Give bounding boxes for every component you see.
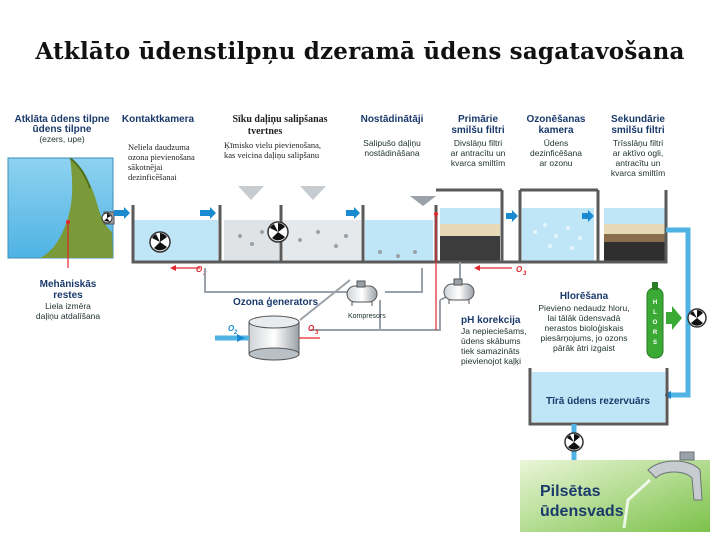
compressor-label: Kompresors (348, 313, 386, 320)
stage-4-desc-1: Divslāņu filtri (454, 138, 502, 148)
ph-pointer (434, 212, 438, 330)
pump-icon (564, 432, 584, 452)
chlorination-desc-4: piesārņojums, jo ozons (541, 333, 628, 343)
stage-2-title2: tvertnes (248, 126, 283, 137)
svg-text:R: R (653, 330, 658, 336)
svg-text:O: O (516, 265, 523, 274)
city-line-1: Pilsētas (540, 483, 601, 500)
ph-desc-4: pievienojot kaļķi (461, 356, 521, 366)
stage-5-desc-1: Ūdens (544, 138, 569, 148)
source-label: Atklāta ūdens tilpne ūdens tilpne (ezers… (14, 114, 109, 144)
ozone-generator-title: Ozona ģenerators (233, 295, 318, 308)
chlorination-desc-1: Pievieno nedaudz hloru, (538, 303, 629, 313)
stage-2-title: Sīku daļiņu salipšanas (232, 114, 327, 125)
pump-icon (101, 212, 113, 224)
stage-6-title: Sekundārie (611, 114, 665, 125)
svg-text:2: 2 (233, 330, 238, 336)
stage-5-title: Ozonēšanas (527, 114, 586, 125)
pump-icon (267, 221, 289, 243)
screens-title2: restes (53, 290, 83, 301)
stage-5-desc-3: ar ozonu (539, 158, 572, 168)
svg-text:O: O (308, 324, 315, 333)
svg-text:3: 3 (315, 330, 319, 336)
stage-1-desc-4: dezinficēšanai (128, 172, 177, 182)
stage-5-desc-2: dezinficēšana (530, 148, 582, 158)
svg-text:O: O (228, 324, 235, 333)
pump-icon (687, 308, 707, 328)
stage-1-desc-2: ozona pievienošana (128, 152, 195, 162)
stage-3-title: Nostādinātāji (361, 114, 424, 125)
stage-4-desc-3: kvarca smiltīm (451, 158, 505, 168)
chlorination-desc-2: lai tālāk ūdensvadā (548, 313, 621, 323)
stage-headers: Kontaktkamera Neliela daudzuma ozona pie… (122, 114, 666, 182)
stage-2-desc-1: Ķīmisko vielu pievienošana, (224, 140, 321, 151)
svg-text:O: O (653, 320, 658, 326)
page-title: Atklāto ūdenstilpņu dzeramā ūdens sagata… (35, 38, 685, 65)
stage-6-desc-1: Trīsslāņu filtri (613, 138, 663, 148)
chlorination-title: Hlorēšana (560, 291, 609, 302)
svg-text:3: 3 (523, 271, 527, 277)
screens-desc-2: daļiņu atdalīšana (36, 311, 101, 321)
clean-water-reservoir: Tīrā ūdens rezervuārs (528, 368, 669, 426)
ph-desc-2: ūdens skābums (461, 336, 521, 346)
ph-desc-3: tiek samazināts (461, 346, 520, 356)
stage-4-desc-2: ar antracītu un (451, 148, 506, 158)
chlorination: Hlorēšana Pievieno nedaudz hloru, lai tā… (538, 291, 629, 353)
stage-1-desc-3: sākotnējai (128, 162, 163, 172)
screens-desc-1: Liela izmēra (45, 301, 91, 311)
source-lake (7, 157, 114, 259)
tank-train (131, 186, 668, 264)
stage-6-desc-4: kvarca smiltīm (611, 168, 665, 178)
ph-title: pH korekcija (461, 315, 521, 326)
stage-6-desc-3: antracītu un (616, 158, 661, 168)
stage-4-title2: smilšu filtri (451, 125, 505, 136)
pump-icon (149, 231, 171, 253)
stage-3-desc-1: Salipušo daļiņu (363, 138, 421, 148)
stage-2-desc-2: kas veicina daļiņu salipšanu (224, 150, 320, 161)
city-line-2: ūdensvads (540, 503, 624, 520)
green-arrow-icon (666, 306, 682, 330)
stage-6-title2: smilšu filtri (611, 125, 665, 136)
stage-1-desc-1: Neliela daudzuma (128, 142, 190, 152)
stage-3-desc-2: nostādināšana (364, 148, 420, 158)
ozone-lines: O 3 O 3 (170, 262, 527, 331)
ozone-generator: Ozona ģenerators O 2 O 3 (215, 295, 320, 361)
flow-arrows (114, 207, 594, 222)
o3-label: O (196, 265, 203, 274)
reservoir-title: Tīrā ūdens rezervuārs (546, 396, 650, 407)
ph-correction: pH korekcija Ja nepieciešams, ūdens skāb… (461, 315, 527, 366)
stage-1-title: Kontaktkamera (122, 114, 195, 125)
stage-6-desc-2: ar aktīvo ogli, (613, 148, 664, 158)
svg-text:H: H (653, 300, 657, 306)
stage-4-title: Primārie (458, 114, 498, 125)
screens-title: Mehāniskās (40, 279, 97, 290)
ph-desc-1: Ja nepieciešams, (461, 326, 527, 336)
source-sub: (ezers, upe) (39, 134, 85, 144)
source-title: Atklāta ūdens tilpne (14, 114, 109, 125)
svg-text:L: L (653, 310, 657, 316)
city-water-supply: Pilsētas ūdensvads (520, 451, 710, 532)
svg-text:S: S (653, 340, 657, 346)
svg-text:ūdens tilpne: ūdens tilpne (33, 124, 92, 135)
chlorine-tank: H L O R S (646, 282, 664, 359)
compressor-icon: Kompresors (346, 280, 386, 320)
stage-5-title2: kamera (538, 125, 573, 136)
chlorination-desc-3: nerastos bioloģiskais (545, 323, 624, 333)
chlorination-desc-5: pārāk ātri izgaist (553, 343, 616, 353)
compressor-icon (443, 278, 475, 304)
